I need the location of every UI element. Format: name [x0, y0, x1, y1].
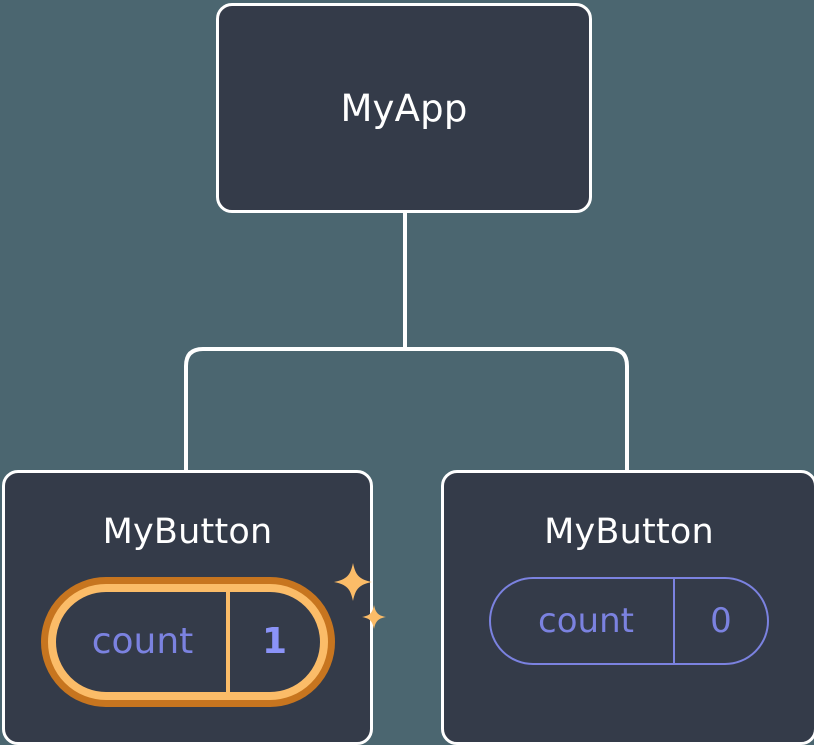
sparkle-large-icon: [333, 563, 372, 601]
node-child-mybutton-1[interactable]: MyButton count 1: [2, 470, 386, 745]
node-root-myapp[interactable]: MyApp: [216, 3, 592, 213]
connector-branch-left: [184, 347, 405, 472]
state-pill-wrapper-updated: count 1: [40, 563, 386, 707]
sparkle-small-icon: [361, 605, 386, 629]
sparkle-group: [333, 563, 386, 629]
state-key-label: count: [91, 621, 194, 662]
state-key-label: count: [538, 601, 634, 641]
connector-branch-right: [405, 347, 629, 472]
state-value-label: 0: [673, 579, 767, 663]
state-value-label: 1: [225, 592, 320, 692]
state-pill-count[interactable]: count 0: [489, 577, 769, 665]
node-child-title: MyButton: [102, 512, 273, 552]
state-pill-count-updated[interactable]: count 1: [40, 577, 335, 707]
node-child-title: MyButton: [544, 512, 714, 552]
node-root-title: MyApp: [340, 86, 468, 130]
state-pill-inner: count 1: [47, 584, 328, 700]
node-child-mybutton-2[interactable]: MyButton count 0: [441, 470, 814, 745]
state-pill-wrapper: count 0: [489, 577, 769, 665]
